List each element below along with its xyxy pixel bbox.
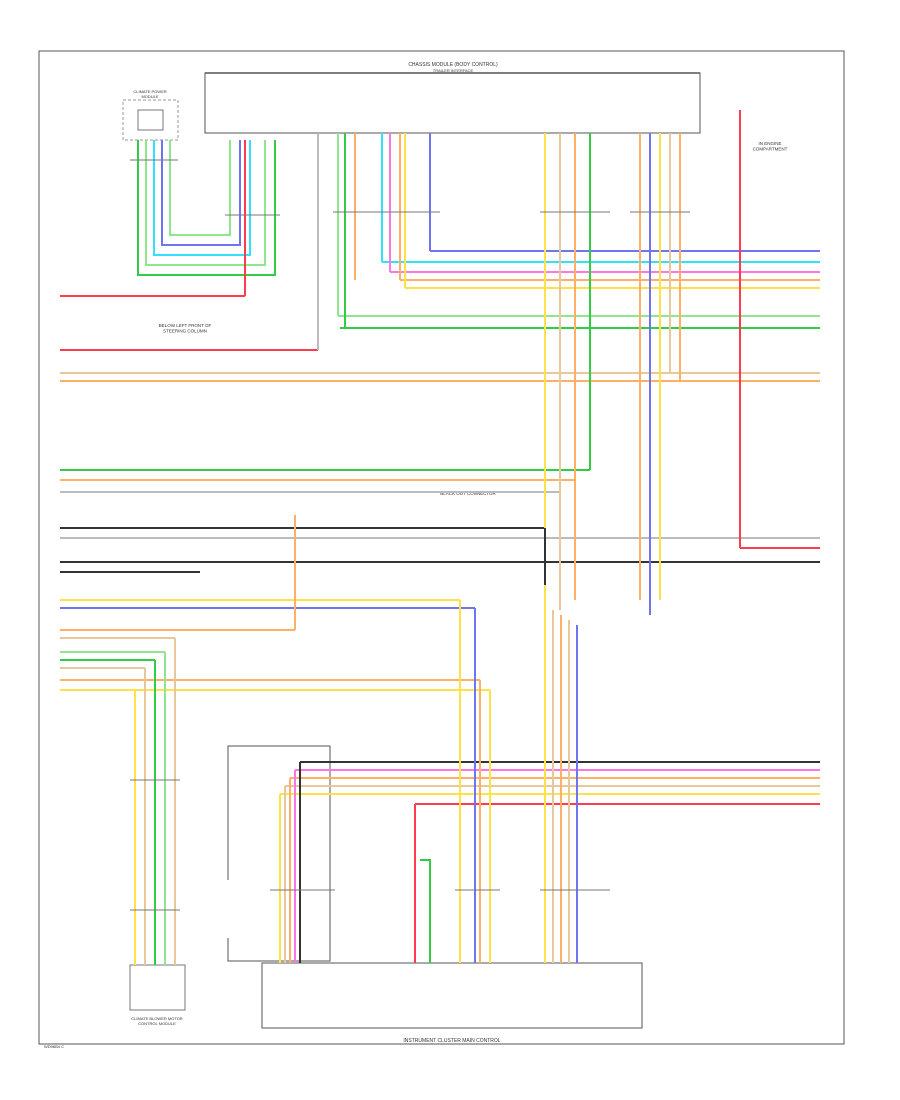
vertical-wires (134, 110, 741, 965)
bottom-module: INSTRUMENT CLUSTER MAIN CONTROL (261, 962, 643, 1044)
center-note: BLACK OUT CONNECTOR (440, 491, 496, 496)
top-module-title: CHASSIS MODULE (BODY CONTROL) (408, 62, 498, 68)
diagram-frame (38, 50, 845, 1045)
horizontal-wires (60, 250, 820, 805)
page-code: WD96B4 C (44, 1044, 64, 1049)
bottom-module-title: INSTRUMENT CLUSTER MAIN CONTROL (403, 1038, 500, 1044)
top-module-subtitle: TRAILER INTERFACE (433, 68, 474, 73)
top-module: CHASSIS MODULE (BODY CONTROL) TRAILER IN… (204, 62, 701, 134)
connector-marks (130, 159, 690, 911)
